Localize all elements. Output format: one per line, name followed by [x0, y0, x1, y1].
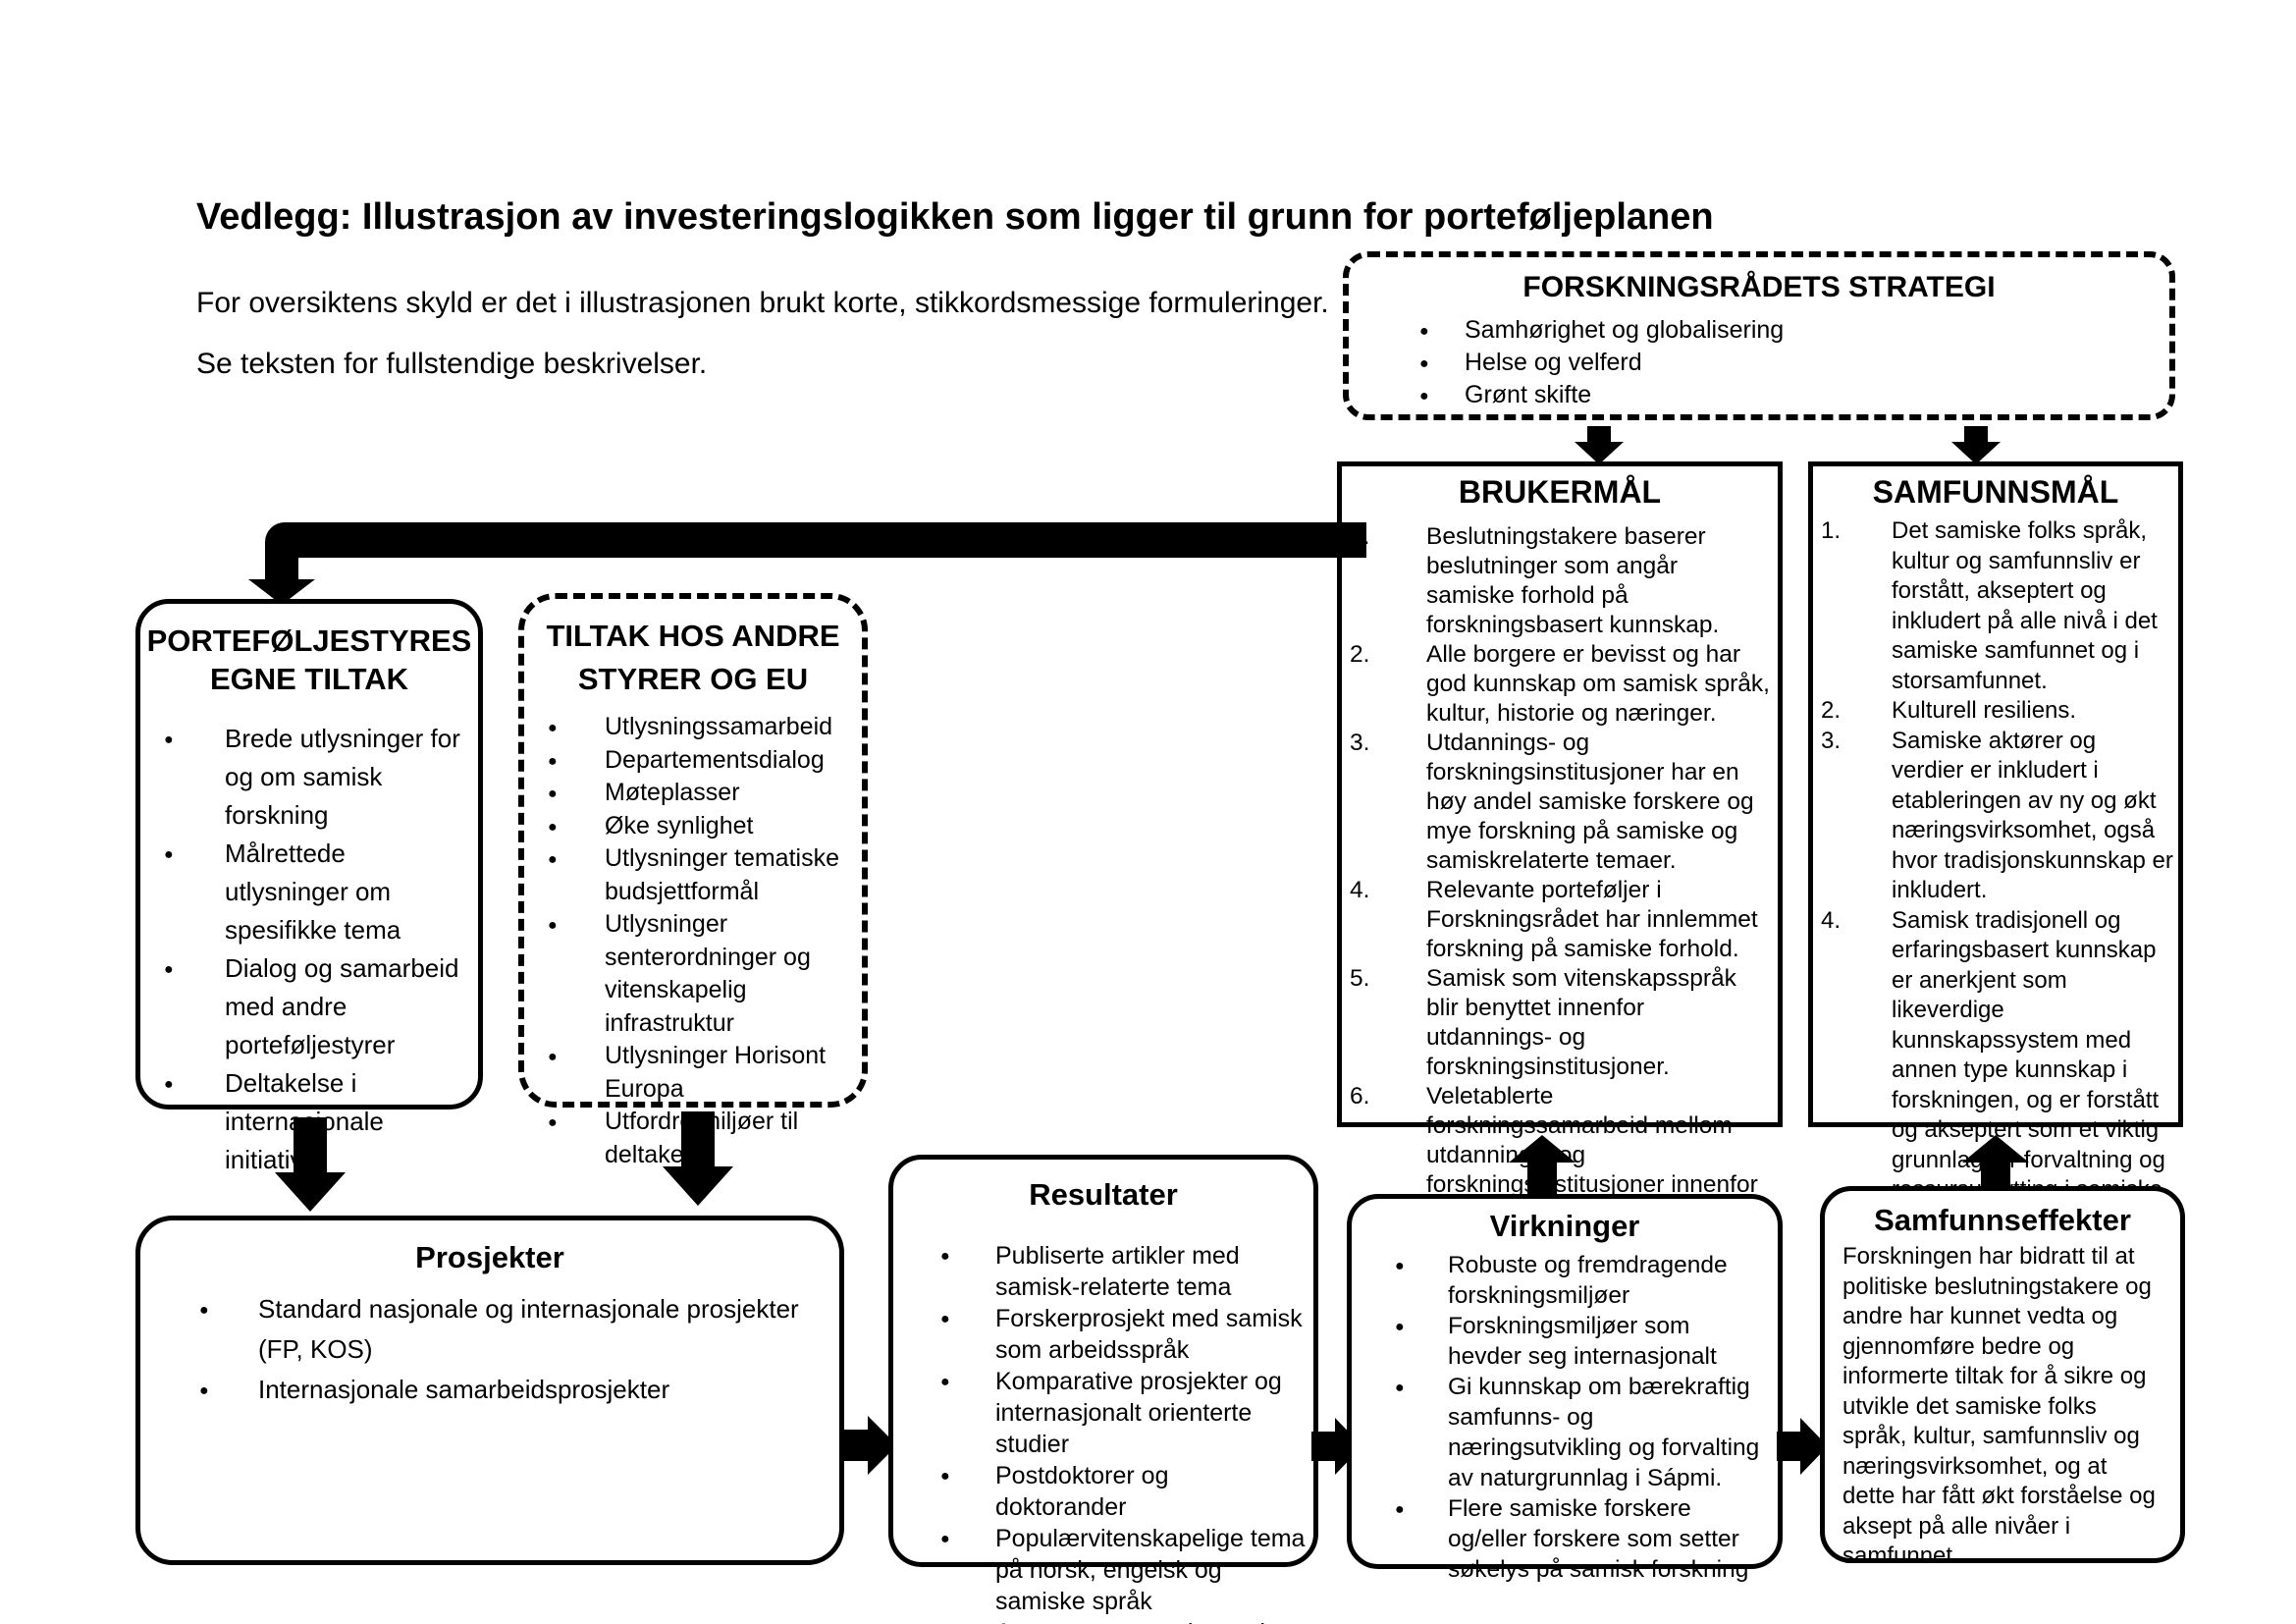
andre-tiltak-box: TILTAK HOS ANDRE STYRER OG EU Utlysnings…: [518, 593, 868, 1168]
list-item: Samiske aktører og verdier er inkludert …: [1821, 727, 2173, 904]
egne-tiltak-box-title: PORTEFØLJESTYRES EGNE TILTAK: [140, 622, 478, 698]
list-item: Kulturell resiliens.: [1821, 696, 2077, 726]
list-item: Standard nasjonale og internasjonale pro…: [199, 1289, 829, 1370]
list-item: Arrangerte møteplasser i regi av prosjek…: [940, 1617, 1306, 1624]
list-item: Samisk som vitenskapsspråk blir benyttet…: [1350, 964, 1736, 1080]
list-item: Grønt skifte: [1419, 379, 2169, 412]
list-item: Utlysninger senterordninger og vitenskap…: [548, 908, 856, 1040]
list-item: Postdoktorer og doktorander: [940, 1460, 1306, 1523]
samfunnseffekter-text: Forskningen har bidratt til at politiske…: [1842, 1243, 2156, 1569]
resultater-box-title: Resultater: [1029, 1177, 1178, 1212]
strategy-box-title: FORSKNINGSRÅDETS STRATEGI: [1522, 271, 1996, 303]
brukermaal-box: BRUKERMÅL Beslutningstakere baserer besl…: [1337, 461, 1783, 1257]
list-item: Utfordre miljøer til deltakelse: [548, 1106, 856, 1171]
list-item: Samhørighet og globalisering: [1419, 314, 2169, 348]
virkninger-box: Virkninger Robuste og fremdragende forsk…: [1347, 1194, 1783, 1583]
list-item: Deltakelse i internasjonale initiativ: [164, 1064, 468, 1179]
list-item: Gi kunnskap om bærekraftig samfunns- og …: [1395, 1372, 1770, 1493]
list-item: Beslutningstakere baserer beslutninger s…: [1350, 522, 1720, 638]
andre-tiltak-list: UtlysningssamarbeidDepartementsdialogMøt…: [548, 711, 856, 1171]
list-item: Forskerprosjekt med samisk som arbeidssp…: [940, 1303, 1306, 1366]
samfunnsmaal-list: Det samiske folks språk, kultur og samfu…: [1813, 516, 2174, 1235]
intro-text: For oversiktens skyld er det i illustras…: [196, 273, 1329, 395]
list-item: Utlysningssamarbeid: [548, 711, 856, 744]
egne-tiltak-title-line-2: EGNE TILTAK: [209, 662, 409, 696]
page-title: Vedlegg: Illustrasjon av investeringslog…: [196, 196, 1714, 238]
andre-tiltak-box-title: TILTAK HOS ANDRE STYRER OG EU: [524, 615, 862, 701]
brukermaal-box-title: BRUKERMÅL: [1458, 474, 1662, 510]
resultater-list: Publiserte artikler med samisk-relaterte…: [940, 1240, 1306, 1624]
list-item: Øke synlighet: [548, 810, 856, 842]
list-item: Brede utlysninger for og om samisk forsk…: [164, 720, 468, 835]
samfunnsmaal-box: SAMFUNNSMÅL Det samiske folks språk, kul…: [1808, 461, 2183, 1233]
egne-tiltak-title-line-1: PORTEFØLJESTYRES: [146, 623, 472, 658]
list-item: Flere samiske forskere og/eller forskere…: [1395, 1493, 1770, 1585]
egne-tiltak-box: PORTEFØLJESTYRES EGNE TILTAK Brede utlys…: [135, 599, 483, 1174]
intro-line-2: Se teksten for fullstendige beskrivelser…: [196, 348, 708, 380]
virkninger-list: Robuste og fremdragende forskningsmiljøe…: [1395, 1250, 1770, 1585]
intro-line-1: For oversiktens skyld er det i illustras…: [196, 287, 1329, 319]
list-item: Forskningsmiljøer som hevder seg interna…: [1395, 1311, 1770, 1372]
resultater-box: Resultater Publiserte artikler med samis…: [888, 1155, 1318, 1624]
brukermaal-list: Beslutningstakere baserer beslutninger s…: [1342, 522, 1772, 1259]
list-item: Utlysninger tematiske budsjettformål: [548, 842, 856, 908]
andre-tiltak-title-line-1: TILTAK HOS ANDRE: [546, 619, 840, 653]
list-item: Departementsdialog: [548, 744, 856, 777]
strategy-list: Samhørighet og globaliseringHelse og vel…: [1419, 314, 2169, 412]
list-item: Det samiske folks språk, kultur og samfu…: [1821, 516, 2158, 694]
strategy-box: FORSKNINGSRÅDETS STRATEGI Samhørighet og…: [1343, 251, 2175, 420]
list-item: Populærvitenskapelige tema på norsk, eng…: [940, 1523, 1306, 1617]
virkninger-box-title: Virkninger: [1489, 1209, 1640, 1243]
list-item: Publiserte artikler med samisk-relaterte…: [940, 1240, 1306, 1303]
list-item: Dialog og samarbeid med andre portefølje…: [164, 949, 468, 1064]
list-item: Robuste og fremdragende forskningsmiljøe…: [1395, 1250, 1770, 1311]
list-item: Relevante porteføljer i Forskningsrådet …: [1350, 876, 1758, 962]
samfunnseffekter-box-title: Samfunnseffekter: [1874, 1203, 2131, 1237]
list-item: Møteplasser: [548, 777, 856, 810]
list-item: Alle borgere er bevisst og har god kunns…: [1350, 640, 1770, 727]
prosjekter-box-title: Prosjekter: [415, 1240, 564, 1274]
prosjekter-box: Prosjekter Standard nasjonale og interna…: [135, 1216, 844, 1565]
list-item: Helse og velferd: [1419, 347, 2169, 380]
list-item: Utlysninger Horisont Europa: [548, 1040, 856, 1106]
list-item: Målrettede utlysninger om spesifikke tem…: [164, 835, 468, 949]
list-item: Internasjonale samarbeidsprosjekter: [199, 1370, 829, 1411]
andre-tiltak-title-line-2: STYRER OG EU: [577, 662, 809, 696]
samfunnseffekter-box: Samfunnseffekter Forskningen har bidratt…: [1820, 1186, 2185, 1569]
list-item: Utdannings- og forskningsinstitusjoner h…: [1350, 729, 1754, 874]
list-item: Komparative prosjekter og internasjonalt…: [940, 1366, 1306, 1460]
samfunnsmaal-box-title: SAMFUNNSMÅL: [1872, 474, 2119, 510]
egne-tiltak-list: Brede utlysninger for og om samisk forsk…: [164, 720, 468, 1179]
prosjekter-list: Standard nasjonale og internasjonale pro…: [199, 1289, 829, 1411]
